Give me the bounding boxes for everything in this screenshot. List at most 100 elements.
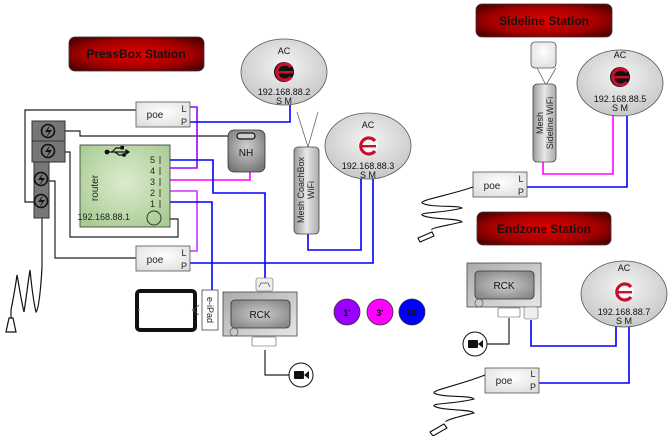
poe-injector-pressbox-1: poe L P bbox=[135, 101, 191, 128]
router-port-labels: 5 4 3 2 1 bbox=[150, 155, 155, 209]
coil-antenna-icon bbox=[5, 267, 43, 333]
ipad-label: e-iPad bbox=[205, 297, 215, 323]
endzone-station-title: Endzone Station bbox=[497, 222, 591, 236]
sideline-antenna-box bbox=[530, 41, 557, 69]
svg-text:3': 3' bbox=[376, 308, 383, 318]
power-strip bbox=[31, 120, 66, 219]
ac-logo-icon bbox=[610, 67, 630, 87]
svg-text:AC: AC bbox=[614, 50, 627, 60]
antenna-line-sideline bbox=[536, 67, 557, 86]
camera-icon bbox=[462, 331, 488, 357]
access-point-5: AC 192.168.88.5 S M bbox=[576, 49, 664, 117]
svg-text:P: P bbox=[181, 117, 187, 127]
svg-text:poe: poe bbox=[496, 376, 513, 387]
cable-rck-camera bbox=[264, 350, 290, 376]
cable-length-legend: 1' 3' 10' bbox=[333, 298, 426, 326]
svg-text:S M: S M bbox=[276, 96, 292, 106]
svg-text:1': 1' bbox=[343, 308, 350, 318]
svg-text:P: P bbox=[530, 382, 536, 392]
cable-router1-ipad bbox=[165, 201, 213, 290]
cable-ac7-poe bbox=[539, 326, 630, 384]
legend-swatch bbox=[333, 298, 361, 326]
svg-text:S M: S M bbox=[612, 103, 628, 113]
poe-injector-pressbox-2: poe L P bbox=[135, 245, 191, 272]
svg-text:AC: AC bbox=[278, 46, 291, 56]
legend-swatch bbox=[398, 298, 426, 326]
poe-injector-sideline: poe L P bbox=[472, 171, 528, 198]
router-port-3: 3 bbox=[150, 177, 155, 187]
router-label: router bbox=[90, 174, 101, 201]
cable-ac7-rck bbox=[530, 320, 617, 347]
mesh-coachbox-wifi: Mesh CoachBox WiFi bbox=[293, 146, 320, 235]
power-outlet-icon bbox=[40, 123, 56, 139]
legend-swatch bbox=[366, 298, 394, 326]
cable-power-nh bbox=[64, 130, 232, 137]
power-outlet-icon bbox=[33, 171, 49, 187]
svg-text:poe: poe bbox=[484, 181, 501, 192]
hdmi-port-icon bbox=[251, 336, 277, 347]
svg-text:L: L bbox=[518, 174, 523, 184]
mesh-sideline-line1: Mesh bbox=[535, 112, 545, 134]
ethernet-port-icon bbox=[255, 277, 274, 292]
power-outlet-icon bbox=[33, 193, 49, 209]
svg-text:192.168.88.7: 192.168.88.7 bbox=[598, 307, 651, 317]
legend-item-1ft: 1' bbox=[333, 298, 361, 326]
svg-text:192.168.88.5: 192.168.88.5 bbox=[594, 94, 647, 104]
svg-text:poe: poe bbox=[147, 110, 164, 121]
svg-text:P: P bbox=[518, 187, 524, 197]
mesh-coachbox-line1: Mesh CoachBox bbox=[296, 156, 306, 223]
cable-ac5-mesh bbox=[542, 116, 614, 175]
router: router 5 4 3 2 1 192.168.88.1 bbox=[77, 144, 171, 228]
access-point-2: AC 192.168.88.2 S M bbox=[240, 38, 328, 106]
router-power-jack-icon bbox=[146, 210, 162, 226]
cable-poe2P-ac3 bbox=[190, 178, 374, 264]
power-outlet-icon bbox=[40, 143, 56, 159]
coil-antenna-icon bbox=[417, 186, 474, 243]
camera-icon bbox=[288, 362, 314, 388]
router-ip: 192.168.88.1 bbox=[77, 212, 130, 222]
cable-router5-rck bbox=[165, 159, 266, 278]
router-port-4: 4 bbox=[150, 166, 155, 176]
cable-router2-poe2L bbox=[165, 190, 198, 252]
svg-text:P: P bbox=[181, 261, 187, 271]
access-point-7: AC 192.168.88.7 S M bbox=[580, 260, 668, 328]
ethernet-port-icon bbox=[523, 306, 539, 320]
cable-ac5-poe bbox=[527, 116, 628, 188]
mesh-sideline-line2: Sideline WiFi bbox=[545, 97, 555, 150]
router-port-2: 2 bbox=[150, 188, 155, 198]
svg-text:S M: S M bbox=[616, 316, 632, 326]
ipad-ethernet-adapter: e-iPad bbox=[201, 289, 219, 331]
nh-device: NH bbox=[227, 129, 266, 173]
cable-router3-nh bbox=[165, 172, 251, 181]
antenna-line-coachbox bbox=[296, 111, 319, 149]
cable-rck2-camera bbox=[487, 318, 510, 345]
mesh-sideline-wifi: Mesh Sideline WiFi bbox=[532, 83, 557, 163]
poe-injector-endzone: poe L P bbox=[484, 367, 540, 394]
svg-text:192.168.88.3: 192.168.88.3 bbox=[342, 161, 395, 171]
svg-text:AC: AC bbox=[618, 263, 631, 273]
mesh-coachbox-line2: WiFi bbox=[306, 181, 316, 199]
svg-text:L: L bbox=[181, 104, 186, 114]
pressbox-station-banner: PressBox Station bbox=[68, 36, 205, 72]
svg-text:10': 10' bbox=[406, 308, 418, 318]
rck-device-pressbox: RCK bbox=[222, 277, 298, 347]
cable-poe1-P-ac2 bbox=[190, 104, 291, 123]
cable-poe1-L-router4 bbox=[165, 106, 198, 169]
access-point-3: AC 192.168.88.3 S M bbox=[324, 112, 412, 180]
svg-text:AC: AC bbox=[362, 120, 375, 130]
usb-c-port-icon bbox=[236, 132, 256, 140]
nh-label: NH bbox=[239, 148, 253, 159]
cable-power-poe2 bbox=[48, 180, 136, 259]
ac-logo-icon bbox=[274, 62, 294, 82]
router-port-5: 5 bbox=[150, 155, 155, 165]
usb-icon bbox=[104, 145, 131, 157]
svg-text:L: L bbox=[530, 369, 535, 379]
legend-item-10ft: 10' bbox=[398, 298, 426, 326]
router-port-1: 1 bbox=[150, 199, 155, 209]
sideline-station-title: Sideline Station bbox=[499, 14, 589, 28]
svg-text:192.168.88.2: 192.168.88.2 bbox=[258, 87, 311, 97]
cables bbox=[24, 67, 630, 384]
hdmi-port-icon bbox=[497, 307, 521, 318]
ipad-device bbox=[135, 289, 200, 332]
